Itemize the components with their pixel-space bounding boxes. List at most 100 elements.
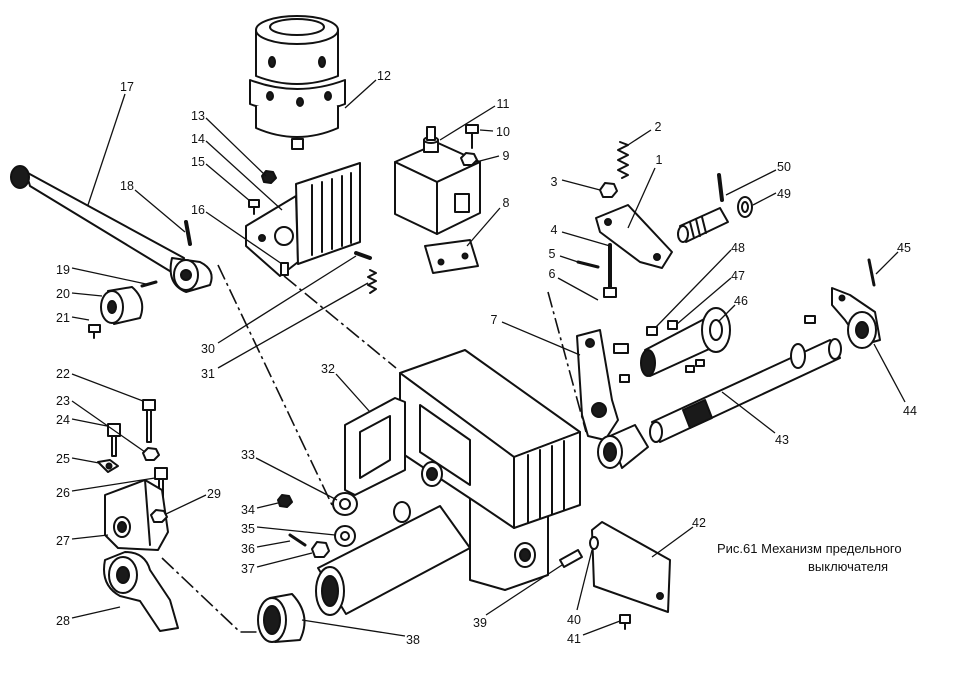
callout-25: 25 [56, 452, 70, 466]
callout-39: 39 [473, 616, 487, 630]
part-39-screw [559, 549, 583, 568]
part-17-handle-lever [10, 165, 213, 293]
callout-29: 29 [207, 487, 221, 501]
callout-9: 9 [503, 149, 510, 163]
part-1-lever [595, 204, 673, 298]
part-21-screw [88, 324, 101, 339]
part-20-collar [100, 286, 144, 325]
leader-line-45 [875, 251, 899, 275]
caption-line-2: выключателя [808, 559, 888, 574]
leader-line-24 [71, 418, 108, 427]
callout-1: 1 [656, 153, 663, 167]
part-45-pin [867, 258, 876, 287]
callout-41: 41 [567, 632, 581, 646]
callout-20: 20 [56, 287, 70, 301]
caption-line-1: Рис.61 Механизм предельного [717, 541, 902, 556]
bushing [597, 424, 649, 469]
callout-26: 26 [56, 486, 70, 500]
part-44-fork-lever [831, 287, 881, 349]
leader-line-20 [71, 292, 103, 297]
leader-line-9 [475, 155, 500, 163]
leader-line-37 [256, 552, 313, 568]
callout-45: 45 [897, 241, 911, 255]
part-40-washer [589, 536, 599, 550]
leader-line-11 [439, 105, 496, 141]
part-15-screw [248, 199, 260, 215]
callout-37: 37 [241, 562, 255, 576]
callout-10: 10 [496, 125, 510, 139]
callout-5: 5 [549, 247, 556, 261]
part-18-pin [184, 220, 192, 246]
leader-line-5 [559, 255, 579, 263]
leader-line-50 [725, 169, 777, 196]
callout-17: 17 [120, 80, 134, 94]
part-28-lever [103, 551, 179, 632]
leader-line-8 [466, 207, 501, 247]
leader-line-32 [335, 373, 371, 413]
part-12-cylinder [249, 15, 346, 150]
callout-31: 31 [201, 367, 215, 381]
leader-line-16 [205, 211, 283, 265]
callout-38: 38 [406, 633, 420, 647]
part-8-plate [424, 239, 479, 274]
part-23-nut [142, 447, 160, 461]
leader-line-21 [71, 316, 90, 321]
leader-line-33 [255, 457, 338, 501]
callout-4: 4 [551, 223, 558, 237]
callout-40: 40 [567, 613, 581, 627]
leader-line-10 [479, 129, 494, 132]
callout-27: 27 [56, 534, 70, 548]
leader-line-12 [344, 79, 377, 109]
leader-line-40 [576, 549, 593, 611]
callout-44: 44 [903, 404, 917, 418]
callout-6: 6 [549, 267, 556, 281]
leader-line-14 [205, 140, 283, 211]
callout-18: 18 [120, 179, 134, 193]
callout-8: 8 [503, 196, 510, 210]
leader-line-3 [561, 179, 601, 191]
callout-labels: 1234567891011121314151617181920212223242… [56, 69, 917, 647]
leader-line-4 [561, 231, 611, 247]
leader-line-27 [71, 534, 109, 540]
part-16-pin [280, 262, 289, 276]
leader-line-46 [717, 304, 736, 323]
part-19-pin [140, 280, 158, 288]
part-14-bracket [245, 162, 361, 277]
callout-22: 22 [56, 367, 70, 381]
leader-line-6 [557, 277, 599, 301]
callout-2: 2 [655, 120, 662, 134]
callout-15: 15 [191, 155, 205, 169]
leader-line-41 [582, 620, 621, 636]
leader-line-28 [71, 606, 121, 619]
callout-14: 14 [191, 132, 205, 146]
part-47-pin [667, 320, 678, 330]
callout-7: 7 [491, 313, 498, 327]
part-49-washer [737, 196, 753, 218]
part-11-switch-box [394, 126, 481, 235]
leader-line-44 [873, 343, 906, 403]
callout-35: 35 [241, 522, 255, 536]
figure-caption: Рис.61 Механизм предельного выключателя [717, 541, 902, 574]
part-43-shaft [649, 315, 842, 443]
leader-line-22 [71, 373, 144, 402]
part-30-screw [354, 251, 372, 260]
part-32-main-housing [315, 349, 581, 616]
leader-line-2 [627, 129, 652, 146]
leader-line-17 [87, 93, 126, 206]
callout-43: 43 [775, 433, 789, 447]
callout-16: 16 [191, 203, 205, 217]
callout-21: 21 [56, 311, 70, 325]
part-24-bolt [107, 423, 121, 457]
part-29-nut [150, 509, 168, 523]
leader-line-15 [205, 163, 251, 202]
callout-19: 19 [56, 263, 70, 277]
assembly-axis-lines [161, 264, 587, 633]
leader-line-29 [165, 494, 207, 515]
callout-33: 33 [241, 448, 255, 462]
part-22-bolt [142, 399, 156, 443]
part-31-spring [367, 269, 377, 294]
callout-42: 42 [692, 516, 706, 530]
part-41-screw [619, 614, 631, 630]
callout-12: 12 [377, 69, 391, 83]
leader-line-1 [627, 167, 656, 229]
